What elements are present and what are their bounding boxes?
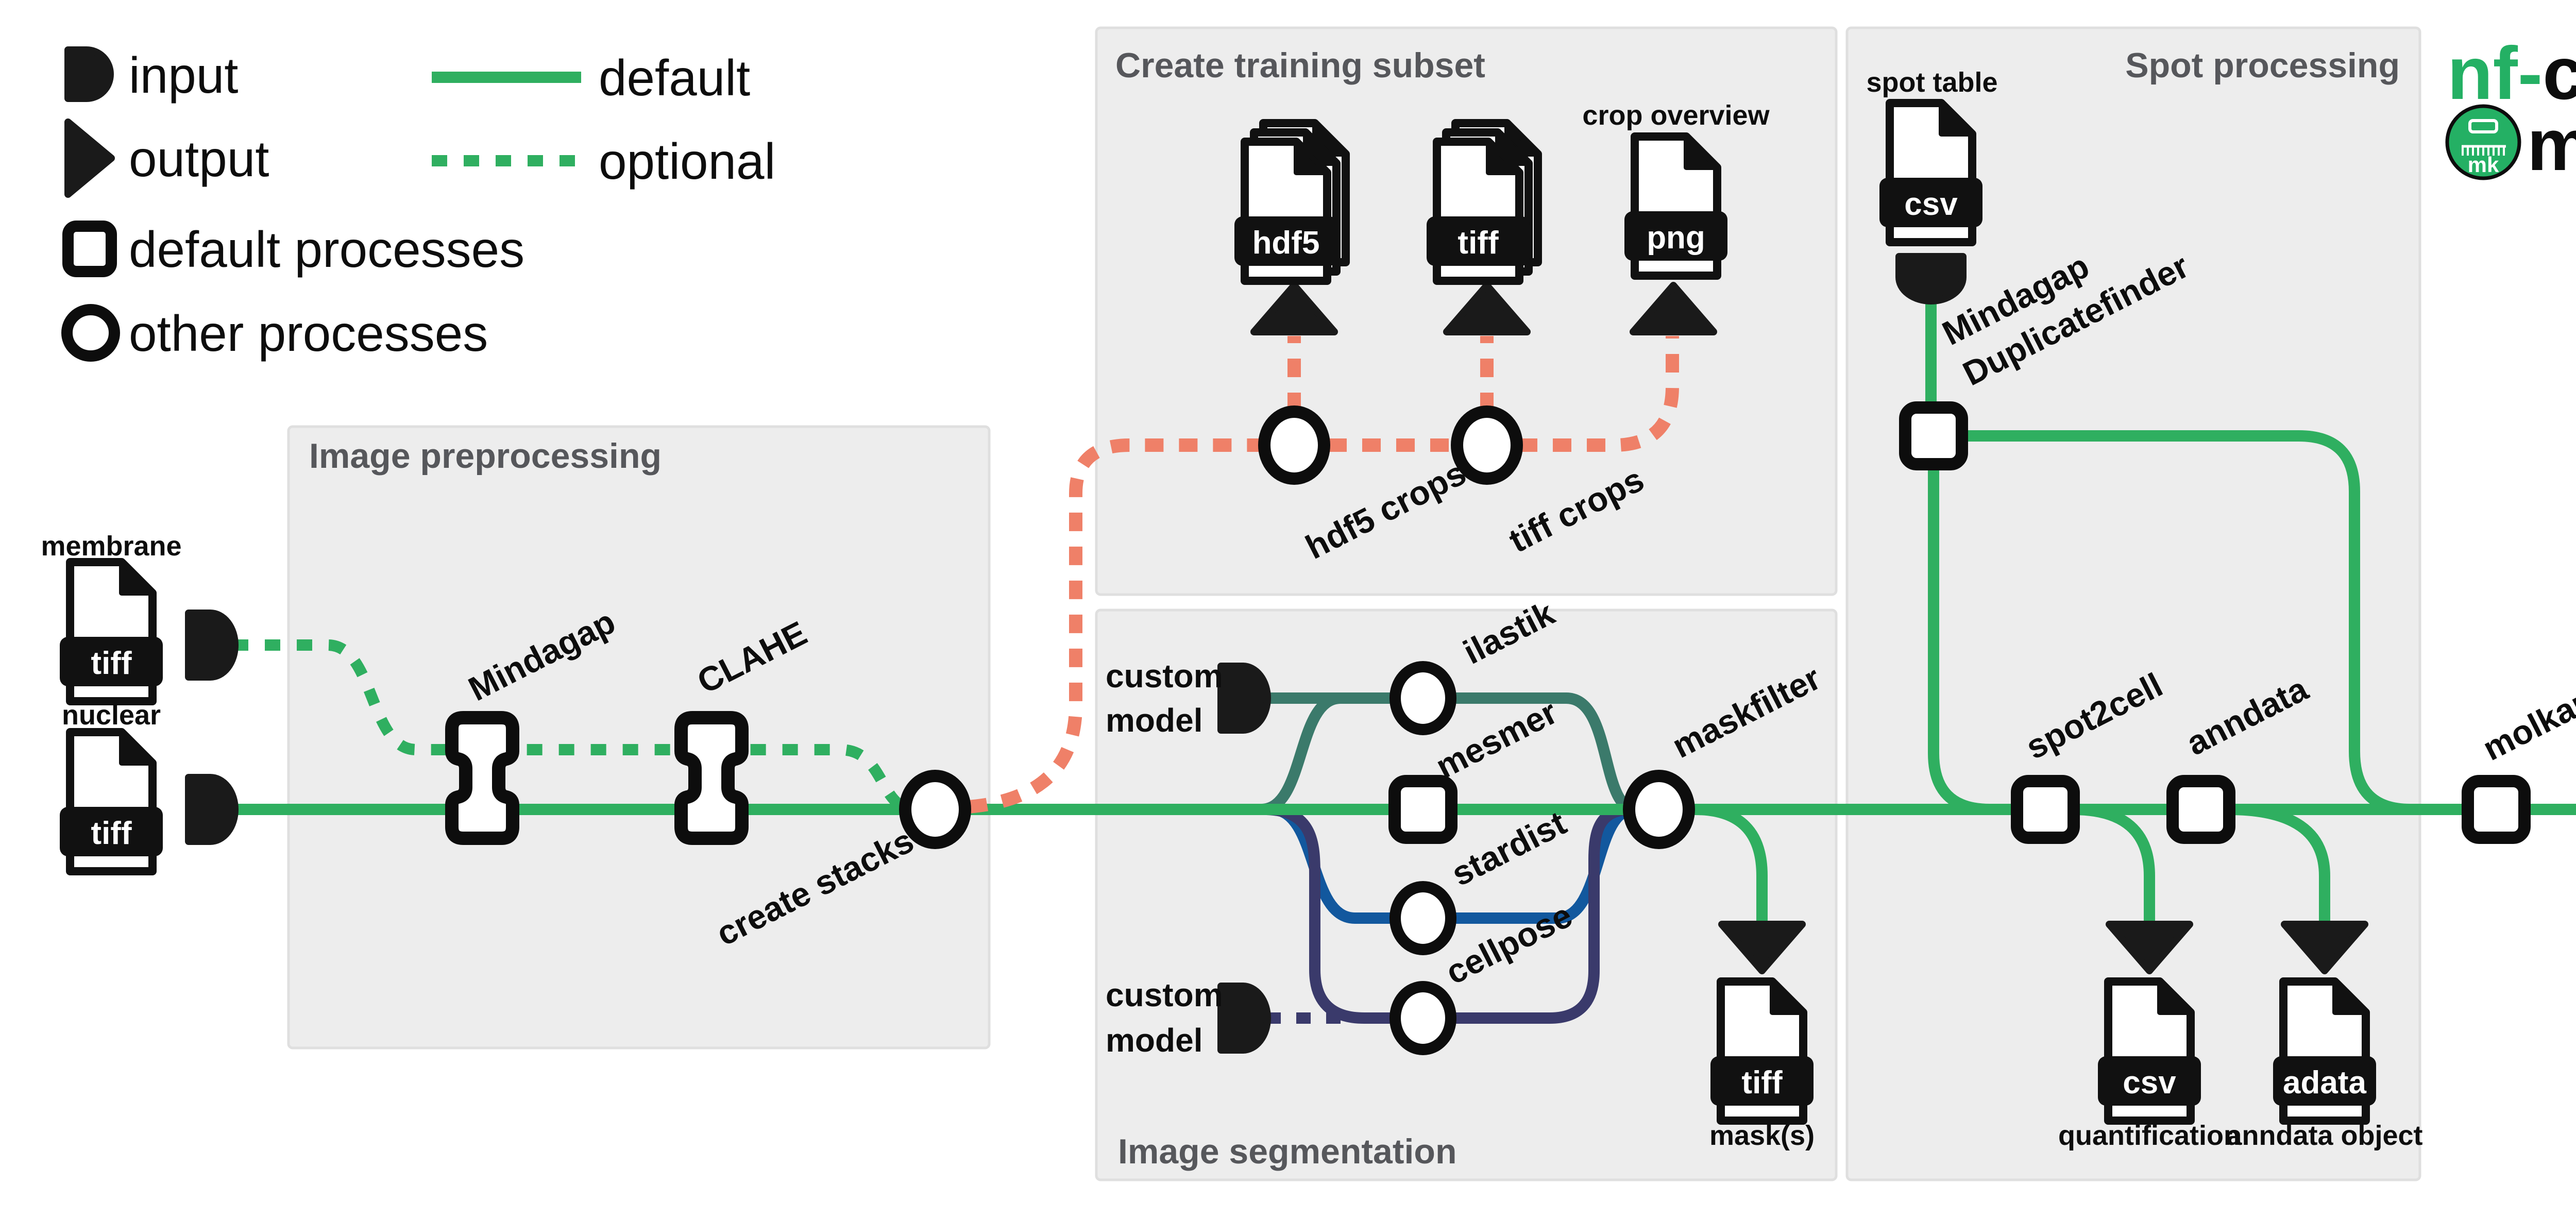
title-spot-processing: Spot processing bbox=[2125, 46, 2400, 85]
nuclear-file-ext: tiff bbox=[91, 816, 132, 851]
title-image-segmentation: Image segmentation bbox=[1118, 1132, 1457, 1171]
spot-table-label: spot table bbox=[1866, 67, 1997, 98]
custom-model-bottom-line2: model bbox=[1106, 1022, 1202, 1059]
legend-optional-label: optional bbox=[599, 133, 775, 190]
process-clahe-node bbox=[681, 718, 742, 838]
tiff-crops-file-ext: tiff bbox=[1458, 225, 1499, 261]
custom-model-top-line2: model bbox=[1106, 702, 1202, 739]
custom-model-top-label: custom model bbox=[1106, 657, 1223, 739]
edge-ilastik-line bbox=[1265, 692, 1637, 815]
membrane-label: membrane bbox=[41, 531, 181, 562]
process-duplicatefinder-node bbox=[1905, 408, 1962, 464]
legend-other-process-icon bbox=[61, 304, 120, 362]
edge-tiff-crops-to-png bbox=[1519, 336, 1679, 452]
edge-membrane-optional bbox=[233, 639, 914, 815]
membrane-tiff-file-icon: tiff bbox=[60, 562, 163, 701]
process-molkartqc-node bbox=[2468, 781, 2524, 838]
legend-other-processes-label: other processes bbox=[129, 305, 488, 362]
box-image-preprocessing bbox=[287, 425, 991, 1050]
logo-wordmark-line2: molkart bbox=[2527, 104, 2576, 186]
nuclear-input-icon bbox=[189, 777, 235, 841]
masks-file-ext: tiff bbox=[1741, 1065, 1783, 1101]
process-mindagap-node bbox=[452, 718, 513, 838]
anndata-adata-file-icon: adata bbox=[2273, 982, 2376, 1121]
quantification-label: quantification bbox=[2058, 1120, 2241, 1151]
process-hdf5-crops-node bbox=[1264, 412, 1324, 479]
logo-badge-text: mk bbox=[2468, 153, 2499, 177]
membrane-input-icon bbox=[189, 613, 235, 677]
png-file-ext: png bbox=[1647, 220, 1705, 256]
process-anndata-node bbox=[2173, 781, 2229, 838]
edge-duplicatefinder-to-molkartqc bbox=[1963, 430, 2411, 815]
process-spot2cell-node bbox=[2017, 781, 2074, 838]
process-mesmer-node bbox=[1395, 781, 1451, 838]
masks-tiff-file-icon: tiff bbox=[1710, 982, 1814, 1121]
logo-nf: nf- bbox=[2447, 31, 2543, 115]
masks-label: mask(s) bbox=[1709, 1120, 1815, 1151]
hdf5-stack-file-icon: hdf5 bbox=[1234, 123, 1346, 281]
membrane-file-ext: tiff bbox=[91, 646, 132, 681]
png-file-icon: png bbox=[1624, 137, 1727, 276]
title-create-training-subset: Create training subset bbox=[1115, 46, 1485, 85]
process-cellpose-node bbox=[1395, 987, 1451, 1050]
process-create-stacks-node bbox=[905, 776, 965, 843]
legend-output-label: output bbox=[129, 130, 269, 187]
nuclear-label: nuclear bbox=[62, 700, 161, 731]
logo-core: core/ bbox=[2543, 31, 2576, 115]
molkartqc-label: molkartqc bbox=[2477, 660, 2576, 768]
legend-default-process-icon bbox=[62, 221, 117, 277]
anndata-object-label: anndata object bbox=[2226, 1120, 2422, 1151]
tiff-stack-file-icon: tiff bbox=[1427, 123, 1538, 281]
title-image-preprocessing: Image preprocessing bbox=[309, 436, 662, 476]
process-ilastik-node bbox=[1395, 667, 1451, 730]
legend-default-label: default bbox=[599, 49, 750, 106]
hdf5-file-ext: hdf5 bbox=[1252, 225, 1320, 261]
spot-table-csv-file-icon: csv bbox=[1879, 103, 1982, 242]
edge-cellpose-line bbox=[1266, 804, 1633, 1024]
custom-model-top-input-icon bbox=[1221, 666, 1267, 730]
legend-default-processes-label: default processes bbox=[129, 221, 524, 278]
custom-model-bottom-input-icon bbox=[1221, 986, 1267, 1050]
molkart-badge-icon: mk bbox=[2445, 104, 2521, 180]
nfcore-molkart-logo: nf-core/ mk molkart bbox=[2445, 31, 2576, 186]
crop-overview-label: crop overview bbox=[1582, 100, 1770, 131]
legend-input-icon bbox=[64, 46, 114, 102]
nuclear-tiff-file-icon: tiff bbox=[60, 732, 163, 871]
process-stardist-node bbox=[1395, 887, 1451, 950]
legend-output-icon bbox=[64, 119, 115, 198]
quantification-csv-file-icon: csv bbox=[2098, 982, 2201, 1121]
spot-table-input-icon bbox=[1899, 257, 1963, 301]
legend-input-label: input bbox=[129, 47, 239, 104]
logo-wordmark-line1: nf-core/ bbox=[2447, 31, 2576, 115]
process-maskfilter-node bbox=[1629, 776, 1689, 843]
box-image-segmentation bbox=[1095, 608, 1838, 1181]
custom-model-bottom-line1: custom bbox=[1106, 976, 1223, 1013]
anndata-file-ext: adata bbox=[2283, 1065, 2366, 1101]
box-spot-processing bbox=[1845, 26, 2421, 1181]
custom-model-bottom-label: custom model bbox=[1106, 976, 1223, 1059]
spot-table-file-ext: csv bbox=[1904, 187, 1958, 222]
legend: input output default processes other pro… bbox=[61, 46, 775, 362]
process-tiff-crops-node bbox=[1457, 412, 1517, 479]
custom-model-top-line1: custom bbox=[1106, 657, 1223, 695]
quantification-file-ext: csv bbox=[2123, 1065, 2176, 1101]
